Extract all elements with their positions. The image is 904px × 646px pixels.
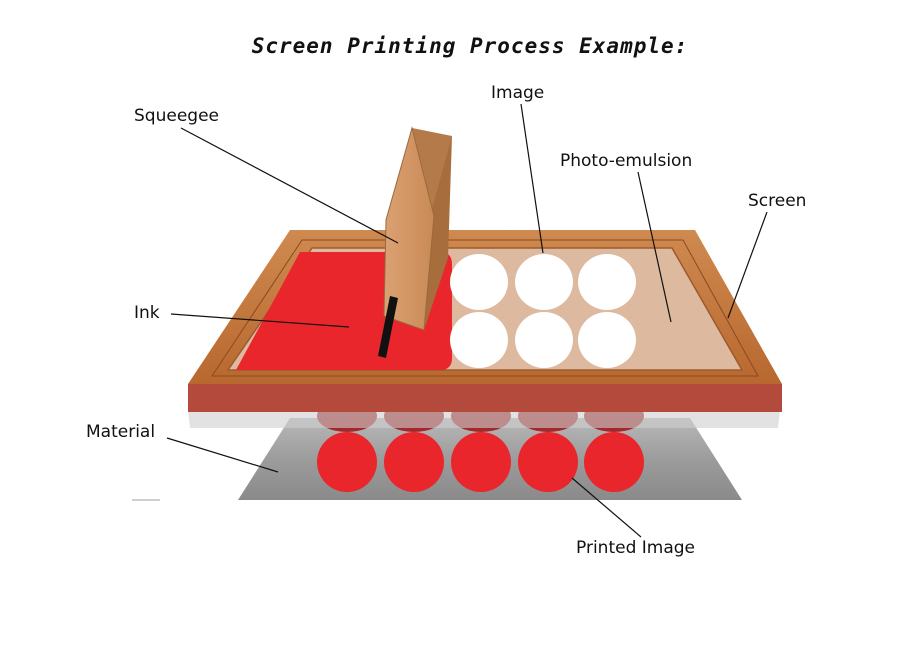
squeegee-leader — [180, 127, 399, 244]
photo-emulsion-leader — [637, 171, 672, 323]
image-circle — [515, 254, 573, 310]
image-circle — [450, 312, 508, 368]
label-ink: Ink — [134, 303, 160, 323]
material-leader — [166, 437, 279, 473]
label-squeegee: Squeegee — [134, 106, 219, 126]
screen-image — [450, 254, 636, 368]
printed-circle — [317, 432, 377, 492]
printed-circle — [584, 432, 644, 492]
squeegee — [378, 126, 452, 358]
image-circle — [578, 254, 636, 310]
image-circle — [450, 254, 508, 310]
label-photo-emulsion: Photo-emulsion — [560, 151, 692, 171]
printed-image — [317, 432, 644, 492]
image-leader — [520, 103, 544, 254]
label-image: Image — [491, 83, 544, 103]
diagram-title: Screen Printing Process Example: — [252, 34, 689, 58]
image-circle — [578, 312, 636, 368]
label-printed-image: Printed Image — [576, 538, 695, 558]
printed-image-leader — [571, 477, 642, 538]
printed-circle — [518, 432, 578, 492]
label-material: Material — [86, 422, 155, 442]
frame-shadow — [188, 410, 780, 428]
leader-lines — [166, 103, 768, 538]
printed-circle — [451, 432, 511, 492]
screen-leader — [727, 211, 768, 319]
printed-circle — [384, 432, 444, 492]
image-circle — [515, 312, 573, 368]
squeegee-blade — [378, 296, 398, 358]
ink-leader — [170, 313, 350, 328]
label-screen: Screen — [748, 191, 806, 211]
